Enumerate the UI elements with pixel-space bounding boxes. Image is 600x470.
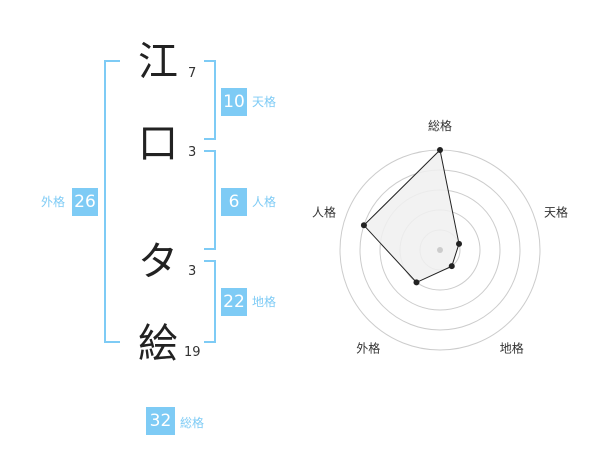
- gaikaku-label: 外格: [41, 195, 66, 209]
- radar-axis-label: 天格: [544, 204, 568, 219]
- radar-point-総格: [437, 147, 443, 153]
- radar-data-polygon: [363, 148, 460, 284]
- radar-axis-label: 地格: [500, 341, 524, 356]
- radar-point-天格: [456, 240, 463, 247]
- tenkaku-label: 天格: [252, 95, 277, 109]
- jinkaku-bracket: [204, 150, 216, 250]
- gaikaku-value: 26: [72, 188, 98, 216]
- radar-axis-label: 総格: [428, 118, 452, 133]
- tenkaku-value: 10: [221, 88, 247, 116]
- radar-point-地格: [448, 263, 455, 270]
- soukaku-label: 総格: [180, 416, 205, 430]
- gaikaku-bracket: [104, 60, 120, 343]
- radar-axis-label: 外格: [356, 341, 380, 356]
- chikaku-label: 地格: [252, 295, 277, 309]
- stroke-count-4: 19: [184, 345, 201, 360]
- soukaku-value: 32: [146, 407, 175, 435]
- radar-point-人格: [360, 222, 367, 229]
- jinkaku-label: 人格: [252, 195, 277, 209]
- radar-point-外格: [413, 279, 420, 286]
- chikaku-value: 22: [221, 288, 247, 316]
- radar-axis-label: 人格: [312, 204, 336, 219]
- stroke-count-1: 7: [188, 66, 197, 81]
- radar-center-point: [437, 247, 443, 253]
- stroke-count-3: 3: [188, 264, 197, 279]
- jinkaku-value: 6: [221, 188, 247, 216]
- name-char-1: 江: [138, 39, 178, 85]
- name-char-2: 口: [138, 121, 178, 167]
- name-char-3: タ: [138, 239, 178, 285]
- tenkaku-bracket: [204, 60, 216, 140]
- stroke-count-2: 3: [188, 145, 197, 160]
- radar-points: [360, 147, 463, 286]
- name-char-4: 絵: [138, 321, 178, 367]
- chikaku-bracket: [204, 260, 216, 343]
